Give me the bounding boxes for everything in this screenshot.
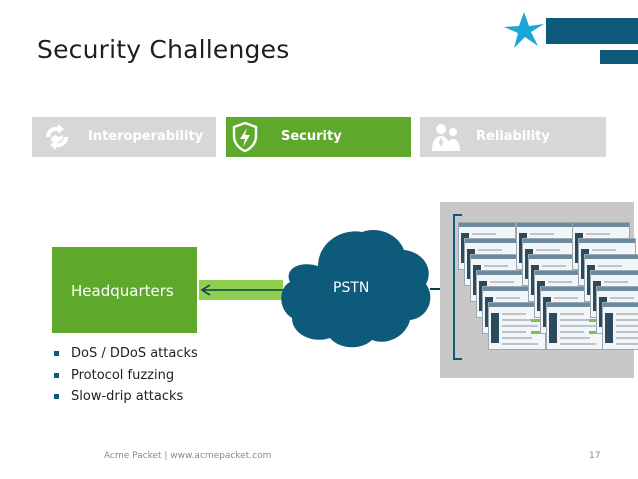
brand-bar-small [600, 50, 638, 64]
attack-list: DoS / DDoS attacks Protocol fuzzing Slow… [52, 343, 198, 408]
asterisk-logo-icon [504, 12, 544, 48]
page-number: 17 [589, 451, 601, 461]
headquarters-box [52, 247, 197, 333]
list-item: Protocol fuzzing [52, 365, 198, 387]
tab-label: Reliability [476, 129, 550, 144]
shield-lightning-icon [232, 121, 258, 153]
list-item: Slow-drip attacks [52, 386, 198, 408]
tab-label: Interoperability [88, 129, 204, 144]
list-item: DoS / DDoS attacks [52, 343, 198, 365]
slide-title: Security Challenges [37, 35, 290, 64]
bullet-square-icon [54, 372, 59, 378]
headquarters-label: Headquarters [71, 282, 174, 300]
tab-reliability[interactable]: Reliability [420, 117, 606, 157]
screenshots-panel [440, 202, 638, 378]
bullet-square-icon [54, 351, 59, 357]
pstn-cloud-icon [281, 230, 431, 348]
brand-bar-top [546, 18, 638, 44]
footer-text: Acme Packet | www.acmepacket.com [104, 451, 272, 461]
people-icon [432, 124, 460, 151]
tab-label: Security [281, 129, 342, 144]
bullet-square-icon [54, 394, 59, 400]
bracket-icon [453, 214, 462, 360]
screenshot-thumbnail [602, 302, 638, 350]
arrow-left-icon [200, 284, 284, 296]
tab-interoperability[interactable]: Interoperability [32, 117, 216, 157]
pstn-label: PSTN [333, 280, 370, 296]
handshake-arrows-icon [46, 124, 68, 150]
tab-security[interactable]: Security [226, 117, 411, 157]
